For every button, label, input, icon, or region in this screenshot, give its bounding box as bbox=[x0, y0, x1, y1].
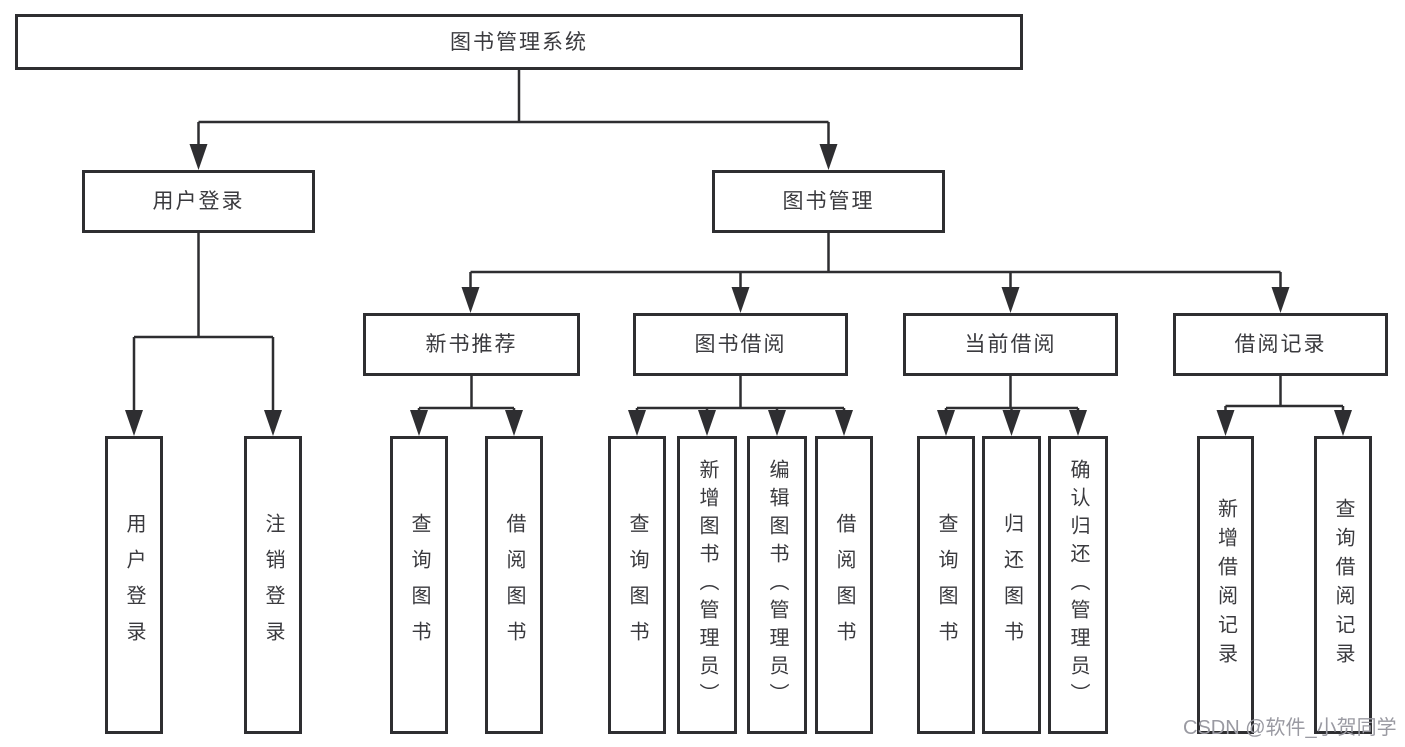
leaf-label: 新增借阅记录 bbox=[1214, 498, 1237, 672]
leaf-borrowing-add-books-admin: 新增图书（管理员） bbox=[677, 436, 737, 734]
leaf-label: 注销登录 bbox=[262, 513, 284, 657]
leaf-label: 用户登录 bbox=[123, 513, 145, 657]
leaf-records-add-borrow-record: 新增借阅记录 bbox=[1197, 436, 1254, 734]
arrowheads bbox=[125, 144, 1352, 436]
node-book-borrowing: 图书借阅 bbox=[633, 313, 848, 376]
leaf-label: 确认归还（管理员） bbox=[1067, 459, 1089, 711]
leaf-label: 归还图书 bbox=[1000, 513, 1023, 657]
node-label: 当前借阅 bbox=[964, 333, 1057, 356]
leaf-records-query-borrow-record: 查询借阅记录 bbox=[1314, 436, 1372, 734]
leaf-borrowing-query-books: 查询图书 bbox=[608, 436, 666, 734]
node-user-login: 用户登录 bbox=[82, 170, 315, 233]
node-label: 借阅记录 bbox=[1234, 333, 1327, 356]
node-label: 新书推荐 bbox=[425, 333, 518, 356]
leaf-current-return-books: 归还图书 bbox=[982, 436, 1041, 734]
leaf-logout-login: 注销登录 bbox=[244, 436, 302, 734]
node-label: 图书借阅 bbox=[694, 333, 787, 356]
leaf-label: 借阅图书 bbox=[833, 513, 855, 657]
leaf-current-confirm-return-admin: 确认归还（管理员） bbox=[1048, 436, 1108, 734]
leaf-label: 查询借阅记录 bbox=[1332, 498, 1354, 672]
node-book-management: 图书管理 bbox=[712, 170, 945, 233]
leaf-borrowing-edit-books-admin: 编辑图书（管理员） bbox=[747, 436, 807, 734]
leaf-label: 编辑图书（管理员） bbox=[766, 459, 788, 711]
csdn-watermark: CSDN @软件_小贺同学 bbox=[1183, 717, 1397, 739]
leaf-label: 借阅图书 bbox=[503, 513, 525, 657]
node-label: 用户登录 bbox=[152, 190, 245, 213]
node-label: 图书管理系统 bbox=[450, 30, 588, 54]
leaf-recommend-borrow-books: 借阅图书 bbox=[485, 436, 543, 734]
node-library-management-system: 图书管理系统 bbox=[15, 14, 1023, 70]
leaf-label: 查询图书 bbox=[408, 513, 430, 657]
leaf-label: 查询图书 bbox=[626, 513, 648, 657]
leaf-label: 查询图书 bbox=[935, 513, 957, 657]
node-current-borrowing: 当前借阅 bbox=[903, 313, 1118, 376]
node-borrowing-records: 借阅记录 bbox=[1173, 313, 1388, 376]
leaf-label: 新增图书（管理员） bbox=[696, 459, 718, 711]
node-label: 图书管理 bbox=[782, 190, 875, 213]
leaf-current-query-books: 查询图书 bbox=[917, 436, 975, 734]
leaf-user-login: 用户登录 bbox=[105, 436, 163, 734]
leaf-recommend-query-books: 查询图书 bbox=[390, 436, 448, 734]
leaf-borrowing-borrow-books: 借阅图书 bbox=[815, 436, 873, 734]
node-new-book-recommendation: 新书推荐 bbox=[363, 313, 580, 376]
